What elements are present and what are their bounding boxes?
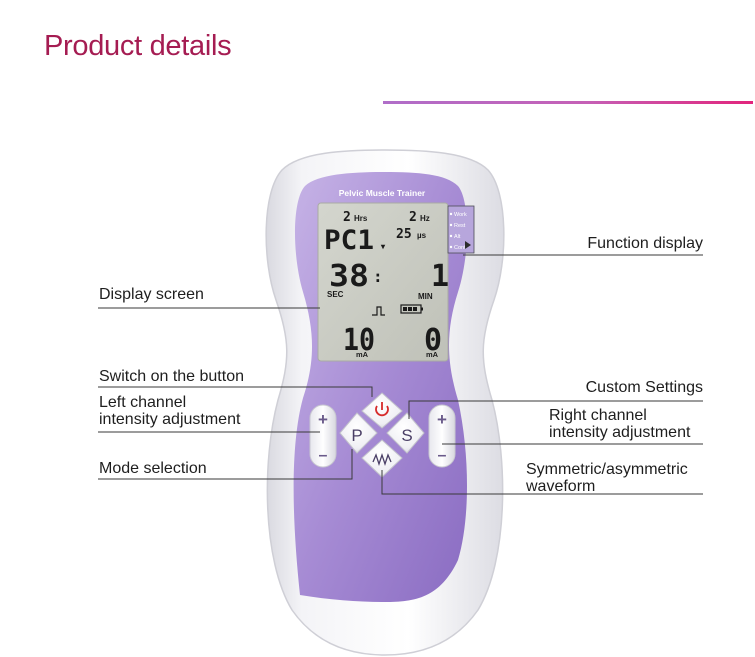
lcd-hrs-unit: Hrs xyxy=(354,214,368,223)
callout-right-channel-line1: Right channel xyxy=(549,407,647,424)
lcd-time-left: 38 xyxy=(329,259,369,294)
settings-button[interactable]: S xyxy=(386,412,425,454)
lcd-hz-value: 2 xyxy=(409,210,417,225)
lcd-program: PC1 xyxy=(324,225,374,256)
left-minus-button[interactable]: – xyxy=(319,447,328,464)
lcd-hz-unit: Hz xyxy=(420,214,430,223)
status-alt: Alt xyxy=(454,234,461,240)
callout-function-display: Function display xyxy=(587,235,703,252)
status-cont: Cont xyxy=(454,245,466,251)
lcd-screen xyxy=(317,202,449,362)
status-panel xyxy=(447,205,475,254)
left-plus-button[interactable]: + xyxy=(318,410,328,429)
lcd-ma-left: mA xyxy=(356,350,369,359)
lcd-time-colon: : xyxy=(373,267,383,286)
right-plus-button[interactable]: + xyxy=(437,410,447,429)
brand-label: Pelvic Muscle Trainer xyxy=(339,188,426,198)
program-button-label: P xyxy=(351,426,362,445)
lcd-intensity-left: 10 xyxy=(343,323,375,358)
page-title: Product details xyxy=(44,30,232,62)
callout-left-channel-line2: intensity adjustment xyxy=(99,411,241,428)
lcd-waveform-icon xyxy=(372,306,385,316)
lcd-pulse-unit: µs xyxy=(417,231,427,240)
status-rest: Rest xyxy=(454,223,466,229)
lcd-min-label: MIN xyxy=(418,292,433,301)
lcd-down-arrow: ▾ xyxy=(380,242,386,251)
lcd-time-right: 1 xyxy=(431,259,449,294)
callout-custom-settings: Custom Settings xyxy=(585,379,703,396)
lcd-hrs-value: 2 xyxy=(343,210,351,225)
callout-mode-selection: Mode selection xyxy=(99,460,207,477)
power-button[interactable] xyxy=(361,392,403,429)
callout-waveform-line1: Symmetric/asymmetric xyxy=(526,461,688,478)
lcd-battery-icon xyxy=(400,304,423,314)
right-intensity-control: + – xyxy=(428,404,456,468)
callout-right-channel-line2: intensity adjustment xyxy=(549,424,691,441)
callout-switch-on: Switch on the button xyxy=(99,368,244,385)
lcd-ma-right: mA xyxy=(426,350,439,359)
leader-switch-on xyxy=(98,386,373,397)
waveform-icon xyxy=(372,452,392,467)
status-panel-items: Work Rest Alt Cont xyxy=(449,212,467,251)
status-arrow-icon xyxy=(465,241,471,249)
leader-custom-settings xyxy=(408,400,703,419)
callout-waveform-line2: waveform xyxy=(526,478,596,495)
settings-button-label: S xyxy=(401,426,412,445)
lcd-intensity-right: 0 xyxy=(424,323,442,358)
leader-mode-selection xyxy=(98,449,353,480)
title-underline xyxy=(383,101,753,104)
lcd-pulse-value: 25 xyxy=(396,227,412,242)
power-icon xyxy=(375,402,389,417)
callout-left-channel-line1: Left channel xyxy=(99,394,187,411)
leader-waveform xyxy=(381,470,703,495)
lcd-sec-label: SEC xyxy=(327,290,344,299)
callout-display-screen: Display screen xyxy=(99,286,204,303)
status-work: Work xyxy=(454,212,467,218)
left-intensity-control: + – xyxy=(309,404,337,468)
right-minus-button[interactable]: – xyxy=(438,447,447,464)
program-button[interactable]: P xyxy=(339,412,378,454)
